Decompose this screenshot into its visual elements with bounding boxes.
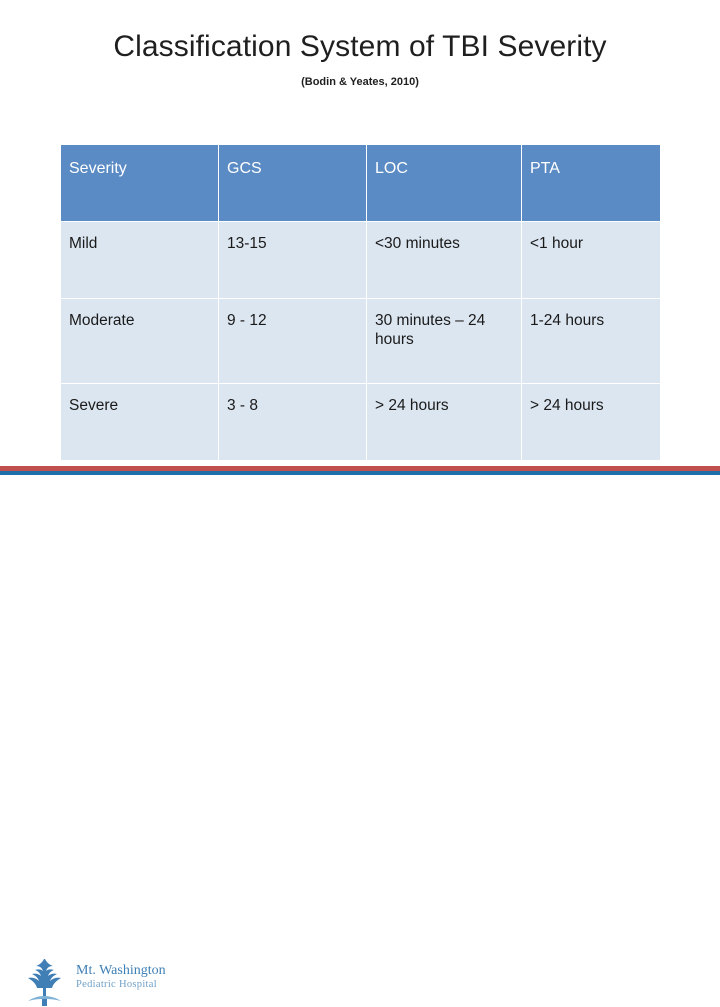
logo-line-2: Pediatric Hospital: [76, 979, 157, 991]
cell-severity: Moderate: [60, 298, 219, 384]
severity-table: Severity GCS LOC PTA Mild 13-15 <30 minu…: [60, 144, 661, 461]
table-header-row: Severity GCS LOC PTA: [60, 144, 661, 222]
slide-canvas: Classification System of TBI Severity (B…: [0, 30, 720, 1006]
logo-line-1: Mt. Washington: [76, 963, 166, 978]
cell-loc: > 24 hours: [366, 383, 522, 461]
citation-text: (Bodin & Yeates, 2010): [301, 76, 419, 88]
cell-severity: Severe: [60, 383, 219, 461]
cell-pta: 1-24 hours: [521, 298, 661, 384]
column-header-severity: Severity: [60, 144, 219, 222]
column-header-loc: LOC: [366, 144, 522, 222]
cell-gcs: 3 - 8: [218, 383, 367, 461]
table-row: Mild 13-15 <30 minutes <1 hour: [60, 221, 661, 299]
page-title: Classification System of TBI Severity: [113, 30, 607, 63]
cell-loc: 30 minutes – 24 hours: [366, 298, 522, 384]
cell-severity: Mild: [60, 221, 219, 299]
severity-table-container: Severity GCS LOC PTA Mild 13-15 <30 minu…: [60, 144, 661, 461]
table-row: Moderate 9 - 12 30 minutes – 24 hours 1-…: [60, 298, 661, 384]
footer-accent-bar-red: [0, 466, 720, 471]
cell-gcs: 9 - 12: [218, 298, 367, 384]
footer-area: Mt. Washington Pediatric Hospital: [0, 475, 720, 1006]
tree-logo-icon: [28, 959, 61, 1006]
cell-pta: <1 hour: [521, 221, 661, 299]
footer-accent-bar-blue: [0, 471, 720, 475]
column-header-pta: PTA: [521, 144, 661, 222]
table-row: Severe 3 - 8 > 24 hours > 24 hours: [60, 383, 661, 461]
cell-gcs: 13-15: [218, 221, 367, 299]
hospital-logo: Mt. Washington Pediatric Hospital: [18, 957, 198, 1007]
cell-loc: <30 minutes: [366, 221, 522, 299]
logo-wordmark: Mt. Washington Pediatric Hospital: [76, 963, 166, 991]
cell-pta: > 24 hours: [521, 383, 661, 461]
column-header-gcs: GCS: [218, 144, 367, 222]
